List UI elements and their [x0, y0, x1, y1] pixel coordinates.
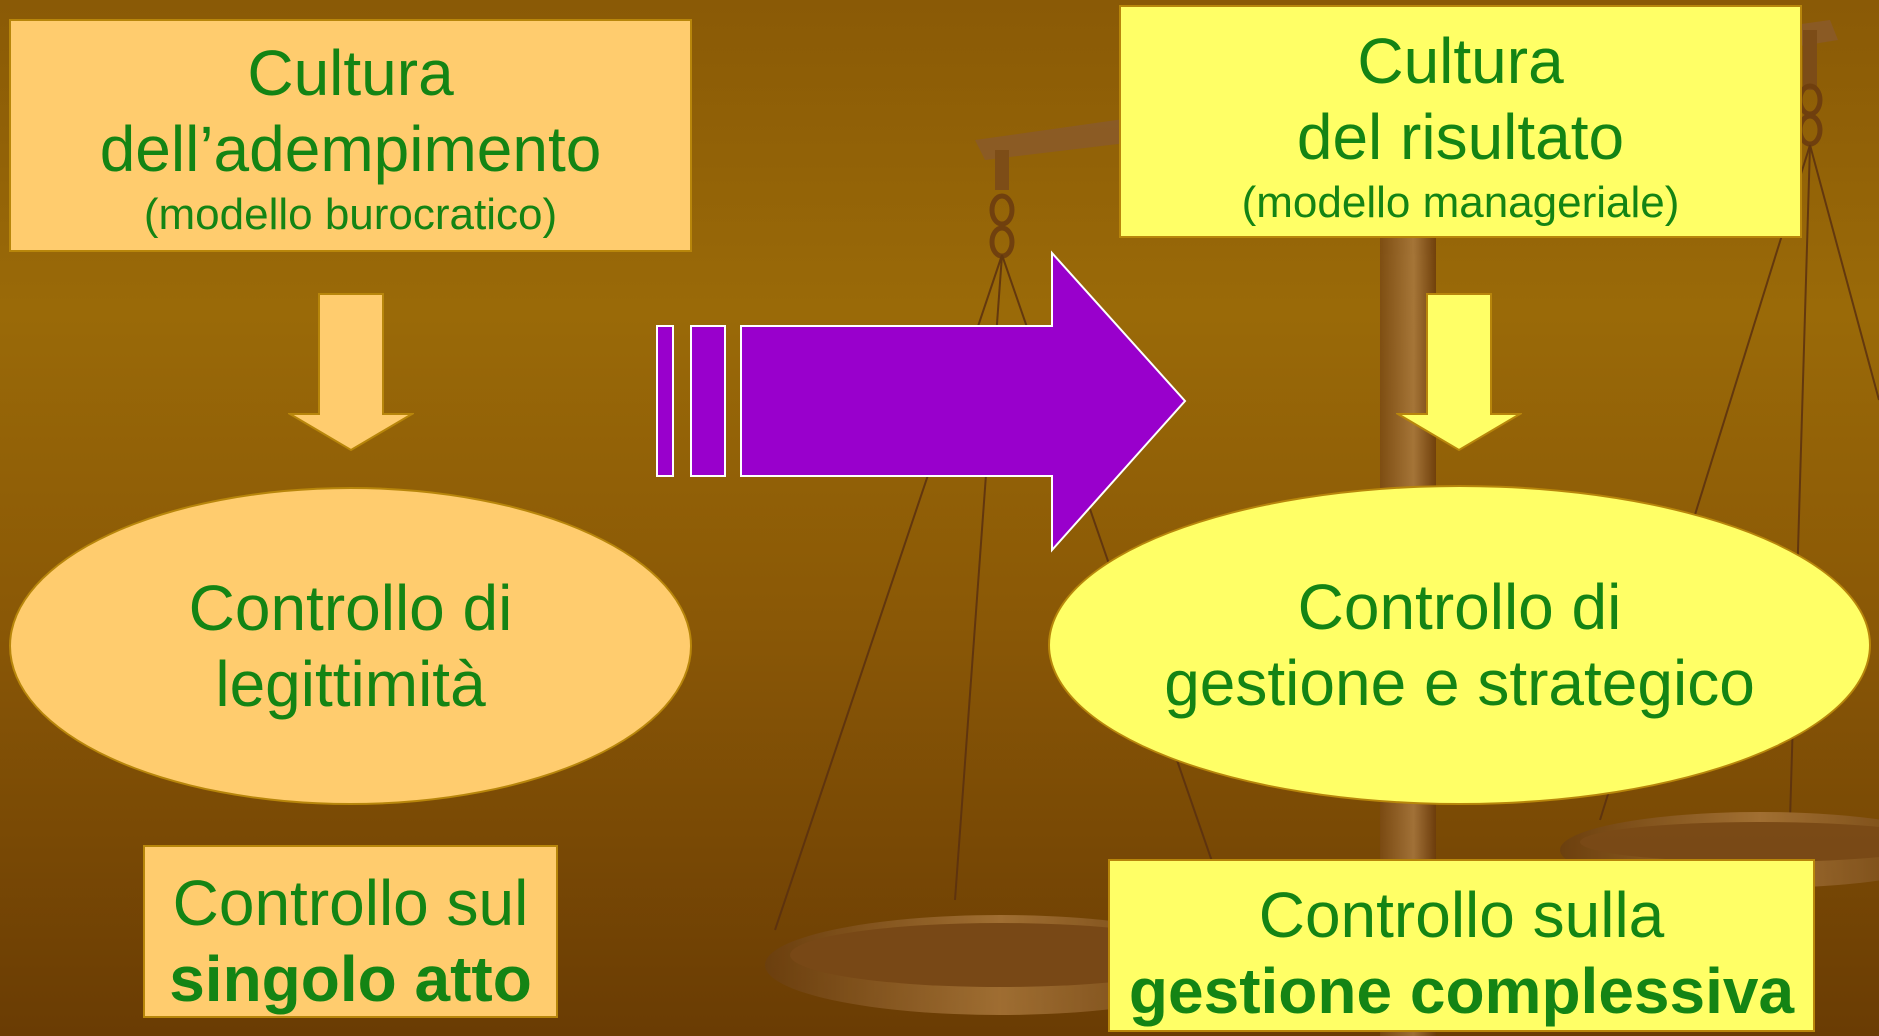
right-down-arrow: [1396, 293, 1522, 452]
culture-compliance-line2: dell’adempimento: [99, 113, 602, 185]
single-act-scope-line2: singolo atto: [169, 943, 532, 1015]
single-act-scope-line1: Controllo sul: [172, 867, 529, 939]
culture-compliance-line1: Cultura: [247, 37, 454, 109]
overall-management-scope-box: Controllo sulla gestione complessiva: [1108, 859, 1815, 1032]
culture-results-line2: del risultato: [1296, 101, 1625, 173]
legitimacy-control-line1: Controllo di: [188, 572, 513, 644]
overall-management-scope-line1: Controllo sulla: [1258, 879, 1665, 951]
legitimacy-control-ellipse: Controllo di legittimità: [9, 487, 692, 805]
culture-results-model: (modello manageriale): [1241, 178, 1680, 227]
transition-arrow: [656, 250, 1187, 553]
management-control-line1: Controllo di: [1297, 571, 1622, 643]
management-strategic-control-ellipse: Controllo di gestione e strategico: [1048, 485, 1871, 805]
culture-compliance-box: Cultura dell’adempimento (modello burocr…: [9, 19, 692, 252]
overall-management-scope-line2: gestione complessiva: [1128, 955, 1795, 1027]
culture-results-line1: Cultura: [1357, 25, 1564, 97]
legitimacy-control-line2: legittimità: [215, 648, 486, 720]
management-control-line2: gestione e strategico: [1164, 647, 1755, 719]
culture-compliance-model: (modello burocratico): [143, 190, 558, 239]
culture-results-box: Cultura del risultato (modello manageria…: [1119, 5, 1802, 238]
left-down-arrow: [288, 293, 414, 452]
single-act-scope-box: Controllo sul singolo atto: [143, 845, 558, 1018]
